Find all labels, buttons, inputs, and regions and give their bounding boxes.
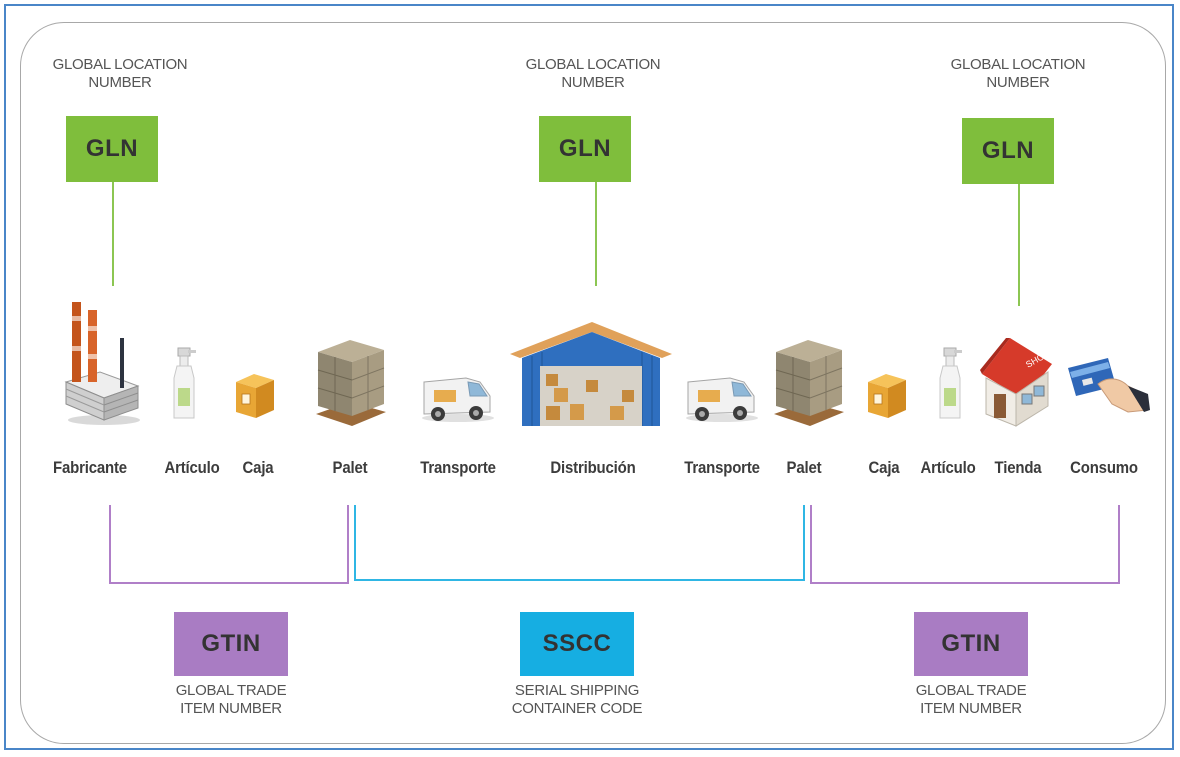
shop-icon: SHOP	[980, 334, 1054, 428]
warehouse-icon	[510, 318, 672, 430]
stage-label-tienda: Tienda	[994, 458, 1042, 477]
gln-caption-1: GLOBAL LOCATION NUMBER	[52, 56, 188, 91]
stage-label-palet: Palet	[786, 458, 822, 477]
pallet-icon	[312, 336, 388, 428]
factory-icon	[60, 296, 140, 426]
card-payment-icon	[1064, 350, 1150, 424]
gtin-caption-1: GLOBAL TRADE ITEM NUMBER	[175, 682, 287, 717]
gtin-bracket-left	[109, 505, 349, 584]
box-icon	[232, 370, 278, 422]
gln-connector-3	[1018, 184, 1020, 306]
gtin-bracket-right	[810, 505, 1120, 584]
stage-label-articulo: Artículo	[920, 458, 976, 477]
spray-bottle-icon	[170, 344, 200, 424]
stage-label-caja: Caja	[242, 458, 274, 477]
outer-frame	[4, 4, 1174, 750]
gln-caption-3: GLOBAL LOCATION NUMBER	[950, 56, 1086, 91]
gtin-box-2: GTIN	[914, 612, 1028, 676]
stage-label-palet: Palet	[332, 458, 368, 477]
stage-label-transporte: Transporte	[684, 458, 760, 477]
sscc-caption: SERIAL SHIPPING CONTAINER CODE	[511, 682, 643, 717]
gtin-caption-2: GLOBAL TRADE ITEM NUMBER	[915, 682, 1027, 717]
gln-box-2: GLN	[539, 116, 631, 182]
gtin-box-1: GTIN	[174, 612, 288, 676]
van-icon	[418, 368, 496, 424]
van-icon	[682, 368, 760, 424]
stage-label-distribucion: Distribución	[550, 458, 636, 477]
gln-connector-1	[112, 182, 114, 286]
box-icon	[864, 370, 910, 422]
stage-label-consumo: Consumo	[1070, 458, 1138, 477]
stage-label-transporte: Transporte	[420, 458, 496, 477]
spray-bottle-icon	[936, 344, 966, 424]
stage-label-caja: Caja	[868, 458, 900, 477]
pallet-icon	[770, 336, 846, 428]
gln-caption-2: GLOBAL LOCATION NUMBER	[525, 56, 661, 91]
gln-box-1: GLN	[66, 116, 158, 182]
gln-box-3: GLN	[962, 118, 1054, 184]
gln-connector-2	[595, 182, 597, 286]
stage-label-articulo: Artículo	[164, 458, 220, 477]
sscc-box: SSCC	[520, 612, 634, 676]
stage-label-fabricante: Fabricante	[53, 458, 127, 477]
sscc-bracket	[354, 505, 805, 581]
